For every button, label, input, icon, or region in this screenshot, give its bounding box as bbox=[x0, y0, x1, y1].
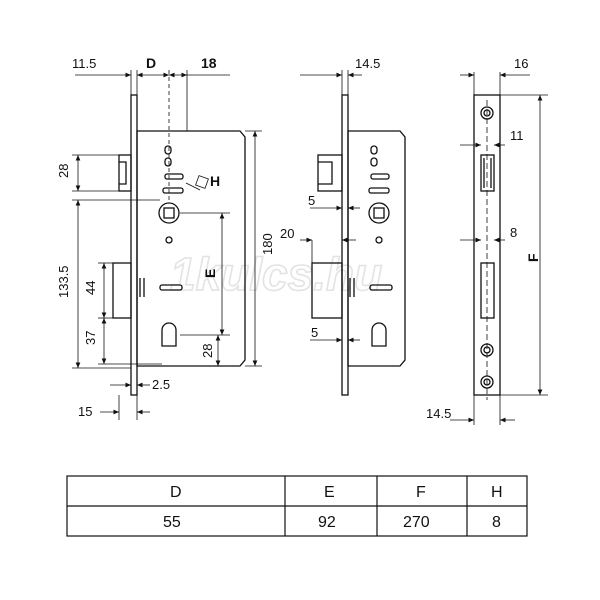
latch-front bbox=[480, 154, 495, 192]
dim-28-latch: 28 bbox=[56, 164, 71, 178]
faceplate-left bbox=[130, 94, 138, 396]
left-view bbox=[112, 94, 246, 396]
dim-14-5-bottom: 14.5 bbox=[426, 406, 451, 421]
dim-f: F bbox=[525, 253, 541, 262]
table-header-f: F bbox=[416, 484, 426, 501]
dim-8: 8 bbox=[510, 225, 517, 240]
dim-15: 15 bbox=[78, 404, 92, 419]
dim-180: 180 bbox=[260, 233, 275, 255]
lock-body-left bbox=[136, 130, 246, 367]
table-header-h: H bbox=[491, 484, 503, 501]
latch-middle bbox=[317, 154, 343, 192]
faceplate-middle bbox=[341, 94, 349, 396]
table-value-e: 92 bbox=[318, 514, 336, 531]
dim-37: 37 bbox=[83, 331, 98, 345]
dimension-table bbox=[66, 475, 528, 537]
bolt-front bbox=[480, 262, 495, 319]
table-value-f: 270 bbox=[403, 514, 430, 531]
dim-11-5: 11.5 bbox=[72, 56, 96, 71]
table-header-d: D bbox=[170, 484, 182, 501]
dim-14-5-top: 14.5 bbox=[355, 56, 380, 71]
table-value-d: 55 bbox=[163, 514, 181, 531]
dim-20: 20 bbox=[280, 226, 294, 241]
dim-d-left: D bbox=[146, 55, 156, 71]
dim-11: 11 bbox=[510, 128, 524, 143]
dim-e: E bbox=[202, 269, 218, 278]
dim-133-5: 133.5 bbox=[56, 265, 71, 298]
dim-44: 44 bbox=[83, 281, 98, 295]
lock-body-middle bbox=[347, 130, 406, 367]
bolt-middle bbox=[311, 262, 343, 319]
cylinder-hole-middle bbox=[371, 322, 387, 347]
dim-16: 16 bbox=[514, 56, 528, 71]
faceplate-front bbox=[473, 94, 501, 396]
dim-18: 18 bbox=[201, 55, 217, 71]
latch-left bbox=[118, 154, 132, 192]
table-value-h: 8 bbox=[492, 514, 501, 531]
cylinder-hole-left bbox=[161, 322, 177, 347]
dim-h: H bbox=[210, 173, 220, 189]
dim-5-bottom: 5 bbox=[311, 325, 318, 340]
bolt-left bbox=[112, 262, 132, 319]
dim-2-5: 2.5 bbox=[152, 377, 170, 392]
middle-view bbox=[311, 94, 406, 396]
table-header-e: E bbox=[324, 484, 335, 501]
dim-5-top: 5 bbox=[308, 193, 315, 208]
dim-28-cyl: 28 bbox=[200, 344, 215, 358]
